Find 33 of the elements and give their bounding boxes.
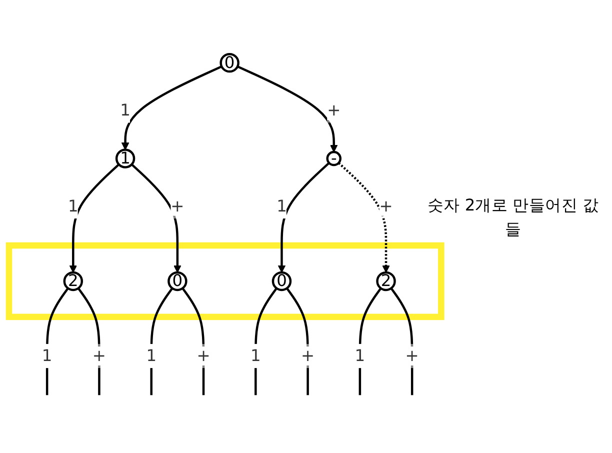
node-circle: - <box>326 150 342 166</box>
node-circle: 0 <box>220 52 240 73</box>
edge-label: + <box>170 196 184 216</box>
connector <box>77 288 100 396</box>
edge-label: 1 <box>146 346 157 366</box>
edge-label: + <box>92 346 106 366</box>
edge-label: + <box>196 346 210 366</box>
edge-label: + <box>405 346 419 366</box>
edge-label: + <box>379 196 393 216</box>
connector <box>390 288 414 396</box>
node-circle: 0 <box>168 271 188 292</box>
edge-label: 1 <box>120 101 130 120</box>
edge-label: 1 <box>276 196 287 216</box>
connector <box>286 288 309 396</box>
node-circle: 2 <box>376 271 396 292</box>
arrow <box>278 162 330 273</box>
node-circle: 1 <box>115 148 136 168</box>
node-label: 숫자 2개로 만들어진 값들 <box>427 196 599 240</box>
edge-label: + <box>301 346 315 366</box>
node-circle: 2 <box>63 271 84 292</box>
edge-label: + <box>327 101 341 120</box>
connector <box>182 288 205 396</box>
arrow <box>237 65 338 152</box>
edge-label: 1 <box>42 346 52 366</box>
edge-label: 1 <box>354 346 366 366</box>
arrow <box>130 164 182 273</box>
node-circle: 0 <box>272 271 292 292</box>
edge-label: 1 <box>250 346 261 366</box>
arrow <box>121 65 222 150</box>
arrow <box>338 162 390 273</box>
cluster <box>6 242 444 320</box>
arrow <box>69 164 120 273</box>
edge-label: 1 <box>68 196 78 216</box>
